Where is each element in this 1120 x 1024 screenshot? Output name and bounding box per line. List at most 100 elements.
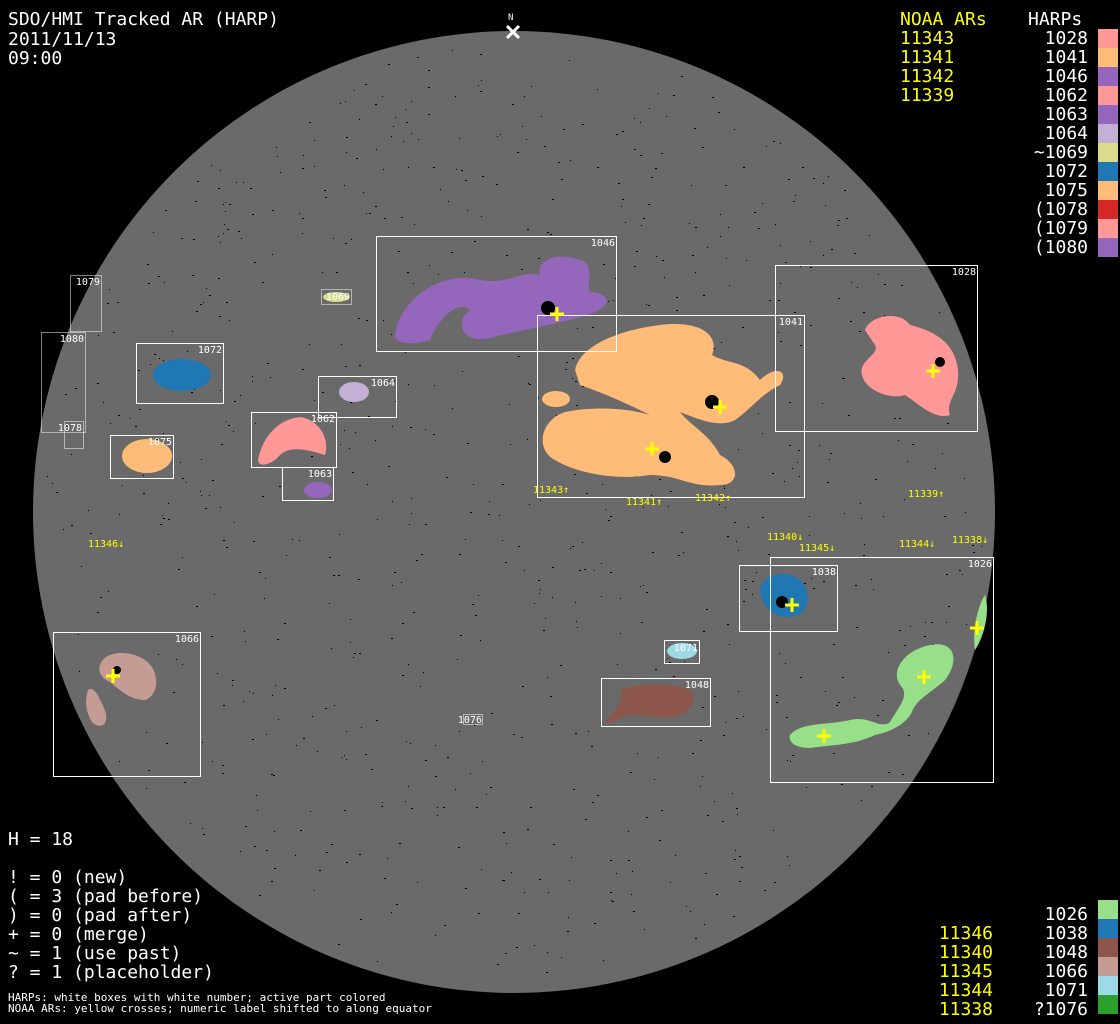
magnetic-speckle (211, 636, 213, 637)
magnetic-speckle (570, 548, 571, 549)
magnetic-speckle (491, 713, 493, 714)
magnetic-speckle (396, 904, 398, 905)
magnetic-speckle (637, 753, 638, 754)
magnetic-speckle (746, 260, 747, 261)
magnetic-speckle (100, 597, 102, 598)
magnetic-speckle (756, 572, 757, 573)
harp-color-swatch (1098, 219, 1118, 238)
harp-color-swatch (1098, 238, 1118, 257)
magnetic-speckle (552, 199, 554, 200)
harp-color-swatch (1098, 200, 1118, 219)
magnetic-speckle (788, 179, 790, 180)
magnetic-speckle (713, 348, 715, 349)
magnetic-speckle (836, 705, 838, 706)
magnetic-speckle (271, 774, 273, 775)
magnetic-speckle (662, 260, 664, 261)
harp-label: 1072 (198, 345, 222, 356)
magnetic-speckle (700, 740, 702, 741)
magnetic-speckle (314, 400, 315, 401)
magnetic-speckle (725, 507, 726, 508)
magnetic-speckle (234, 401, 236, 402)
note-noaa: NOAA ARs: yellow crosses; numeric label … (8, 1002, 432, 1015)
magnetic-speckle (582, 386, 584, 387)
noaa-label: 11345↓ (799, 543, 835, 554)
magnetic-speckle (779, 653, 780, 654)
magnetic-speckle (375, 440, 376, 441)
magnetic-speckle (217, 673, 218, 674)
magnetic-speckle (414, 224, 415, 225)
magnetic-speckle (888, 772, 890, 773)
magnetic-speckle (800, 677, 802, 678)
magnetic-speckle (314, 166, 315, 167)
magnetic-speckle (309, 344, 310, 345)
magnetic-speckle (75, 388, 77, 389)
magnetic-speckle (524, 892, 525, 893)
magnetic-speckle (435, 745, 436, 746)
magnetic-speckle (164, 282, 165, 283)
magnetic-speckle (338, 575, 340, 576)
magnetic-speckle (518, 546, 520, 547)
magnetic-speckle (944, 516, 946, 517)
magnetic-speckle (505, 562, 507, 563)
magnetic-speckle (391, 334, 392, 335)
date-label: 2011/11/13 (8, 29, 117, 50)
harp-box-1075 (110, 435, 174, 479)
magnetic-speckle (225, 211, 226, 212)
magnetic-speckle (406, 122, 408, 123)
noaa-legend-item: 11340 (938, 942, 993, 963)
magnetic-speckle (366, 320, 368, 321)
magnetic-speckle (666, 116, 667, 117)
magnetic-speckle (729, 644, 730, 645)
magnetic-speckle (255, 423, 256, 424)
magnetic-speckle (244, 631, 245, 632)
magnetic-speckle (787, 760, 788, 761)
magnetic-speckle (577, 627, 578, 628)
magnetic-speckle (947, 423, 949, 424)
harp-label: 1075 (148, 437, 172, 448)
magnetic-speckle (295, 855, 296, 856)
magnetic-speckle (632, 871, 633, 872)
noaa-cross (785, 598, 799, 612)
magnetic-speckle (220, 390, 221, 391)
region-1071 (667, 643, 697, 659)
magnetic-speckle (233, 431, 234, 432)
noaa-label: 11338↓ (952, 535, 988, 546)
magnetic-speckle (842, 677, 844, 678)
magnetic-speckle (510, 444, 511, 445)
magnetic-speckle (377, 961, 378, 962)
magnetic-speckle (173, 692, 175, 693)
magnetic-speckle (346, 152, 347, 153)
magnetic-speckle (789, 865, 790, 866)
noaa-cross (106, 669, 120, 683)
magnetic-speckle (434, 385, 435, 386)
magnetic-speckle (547, 232, 549, 233)
magnetic-speckle (649, 108, 650, 109)
magnetic-speckle (71, 525, 73, 526)
magnetic-speckle (848, 415, 850, 416)
magnetic-speckle (354, 653, 356, 654)
harp-label: 1080 (60, 334, 84, 345)
magnetic-speckle (309, 122, 311, 123)
magnetic-speckle (266, 734, 267, 735)
magnetic-speckle (620, 598, 621, 599)
noaa-cross (713, 400, 727, 414)
magnetic-speckle (336, 272, 338, 273)
magnetic-speckle (813, 178, 815, 179)
magnetic-speckle (221, 444, 223, 445)
magnetic-speckle (410, 743, 411, 744)
magnetic-speckle (355, 432, 356, 433)
noaa-label: 11343↑ (533, 485, 569, 496)
harp-color-swatch (1098, 976, 1118, 995)
magnetic-speckle (827, 482, 829, 483)
magnetic-speckle (948, 606, 950, 607)
magnetic-speckle (871, 786, 873, 787)
magnetic-speckle (597, 89, 598, 90)
magnetic-speckle (387, 858, 388, 859)
magnetic-speckle (724, 486, 725, 487)
magnetic-speckle (833, 753, 835, 754)
magnetic-speckle (381, 806, 383, 807)
magnetic-speckle (302, 369, 304, 370)
harp-legend-item: 1075 (1044, 180, 1088, 201)
magnetic-speckle (924, 636, 926, 637)
harp-legend-item: 1064 (1044, 123, 1088, 144)
